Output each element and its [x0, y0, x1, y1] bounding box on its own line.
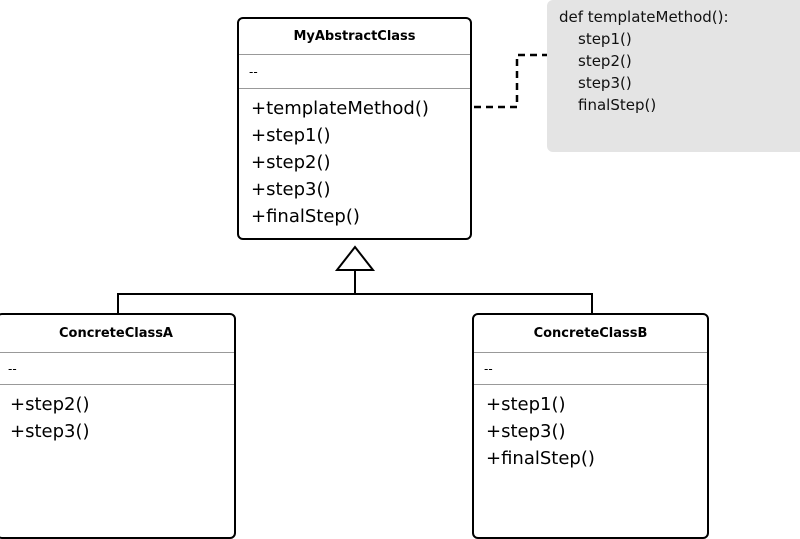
method-item: +step2() [10, 394, 90, 415]
method-item: +step3() [251, 179, 331, 200]
method-item: +templateMethod() [251, 98, 429, 119]
note-line: step3() [578, 74, 632, 92]
note-line: step1() [578, 30, 632, 48]
concrete-class-a-name: ConcreteClassA [0, 315, 234, 353]
method-item: +step1() [251, 125, 331, 146]
concrete-class-a-attributes: -- [0, 353, 234, 385]
inheritance-arrow-icon [334, 245, 376, 271]
note-line: def templateMethod(): [559, 8, 729, 26]
concrete-class-a-box[interactable]: ConcreteClassA -- +step2() +step3() [0, 313, 236, 539]
method-item: +step1() [486, 394, 566, 415]
abstract-class-methods: +templateMethod() +step1() +step2() +ste… [239, 89, 470, 230]
method-item: +step3() [10, 421, 90, 442]
method-item: +finalStep() [486, 448, 595, 469]
concrete-class-b-name: ConcreteClassB [474, 315, 707, 353]
note-line: step2() [578, 52, 632, 70]
note-line: finalStep() [578, 96, 657, 114]
note-link-dashed [474, 53, 547, 109]
code-note: def templateMethod(): step1() step2() st… [547, 0, 800, 152]
concrete-class-b-box[interactable]: ConcreteClassB -- +step1() +step3() +fin… [472, 313, 709, 539]
method-item: +finalStep() [251, 206, 360, 227]
concrete-class-b-attributes: -- [474, 353, 707, 385]
concrete-class-a-methods: +step2() +step3() [0, 385, 234, 445]
method-item: +step3() [486, 421, 566, 442]
method-item: +step2() [251, 152, 331, 173]
abstract-class-attributes: -- [239, 55, 470, 89]
abstract-class-name: MyAbstractClass [239, 19, 470, 55]
abstract-class-box[interactable]: MyAbstractClass -- +templateMethod() +st… [237, 17, 472, 240]
concrete-class-b-methods: +step1() +step3() +finalStep() [474, 385, 707, 472]
